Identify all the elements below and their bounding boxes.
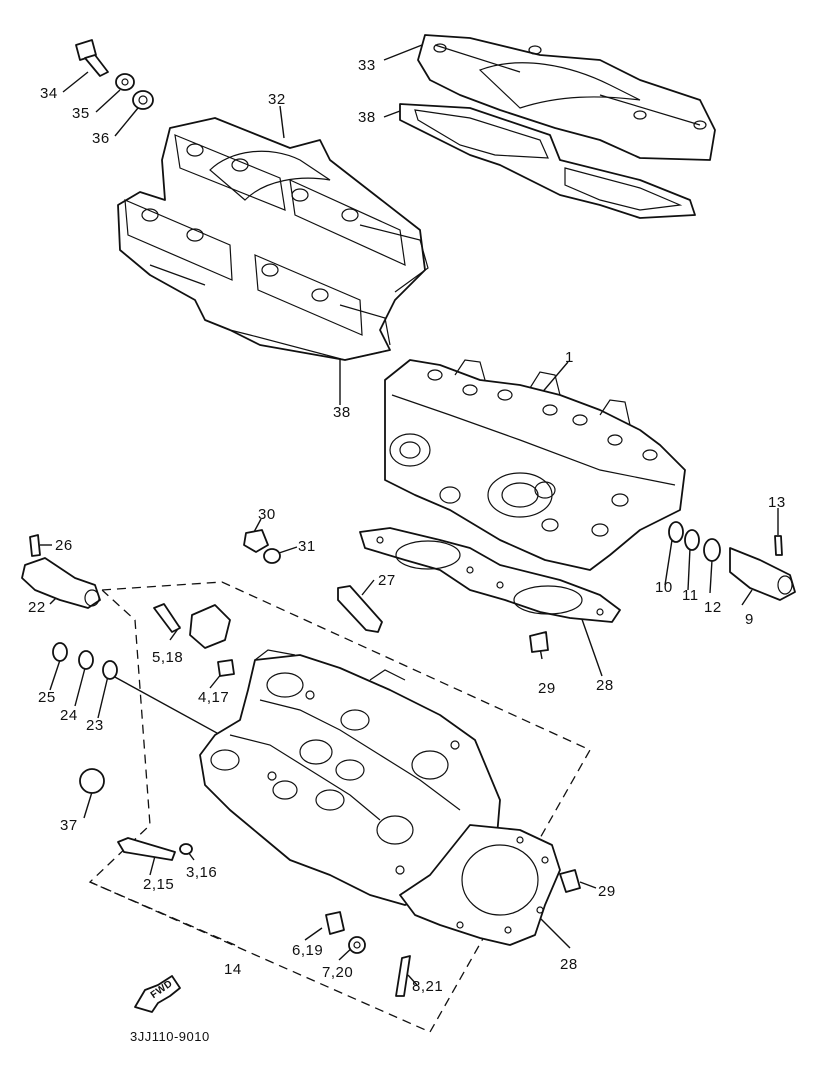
callout-11: 11 [682,587,699,604]
callout-28-front: 28 [560,956,578,973]
intake-fitting-left [21,534,118,680]
callout-5-18: 5,18 [152,649,184,666]
valve-cover-right [417,34,716,161]
bolt-and-washers [75,39,154,110]
callout-9: 9 [745,611,754,628]
small-parts [79,529,549,794]
callout-28-rear: 28 [596,677,614,694]
callout-14: 14 [224,961,242,978]
callout-22: 22 [28,599,46,616]
callout-38-left: 38 [333,404,351,421]
callout-36: 36 [92,130,110,147]
drawing-code: 3JJ110-9010 [130,1029,210,1044]
callout-26: 26 [55,537,73,554]
callout-29-front: 29 [598,883,616,900]
callout-2-15: 2,15 [143,876,175,893]
callout-1: 1 [565,349,574,366]
callout-32: 32 [268,91,286,108]
callout-4-17: 4,17 [198,689,230,706]
assembly-outline [88,581,591,1033]
callout-7-20: 7,20 [322,964,354,981]
intake-fitting-right [668,521,796,601]
callout-27: 27 [378,572,396,589]
head-gasket-front [399,824,561,946]
callout-8-21: 8,21 [412,978,444,995]
callout-10: 10 [655,579,673,596]
valve-guide-parts [117,837,581,997]
head-gasket-rear [359,527,621,623]
cylinder-head-front [199,649,501,906]
callout-30: 30 [258,506,276,523]
callout-24: 24 [60,707,78,724]
callout-34: 34 [40,85,58,102]
callout-3-16: 3,16 [186,864,218,881]
callout-12: 12 [704,599,722,616]
cylinder-head-rear [384,359,686,571]
callout-6-19: 6,19 [292,942,324,959]
callout-35: 35 [72,105,90,122]
callout-38-right: 38 [358,109,376,126]
forward-arrow-icon [134,975,181,1013]
callout-31: 31 [298,538,316,555]
callout-33: 33 [358,57,376,74]
callout-37: 37 [60,817,78,834]
callout-13: 13 [768,494,786,511]
gasket-left [149,224,429,346]
callout-29-rear: 29 [538,680,556,697]
valve-cover-left [117,117,426,361]
gasket-right [399,103,696,219]
callout-25: 25 [38,689,56,706]
callout-23: 23 [86,717,104,734]
